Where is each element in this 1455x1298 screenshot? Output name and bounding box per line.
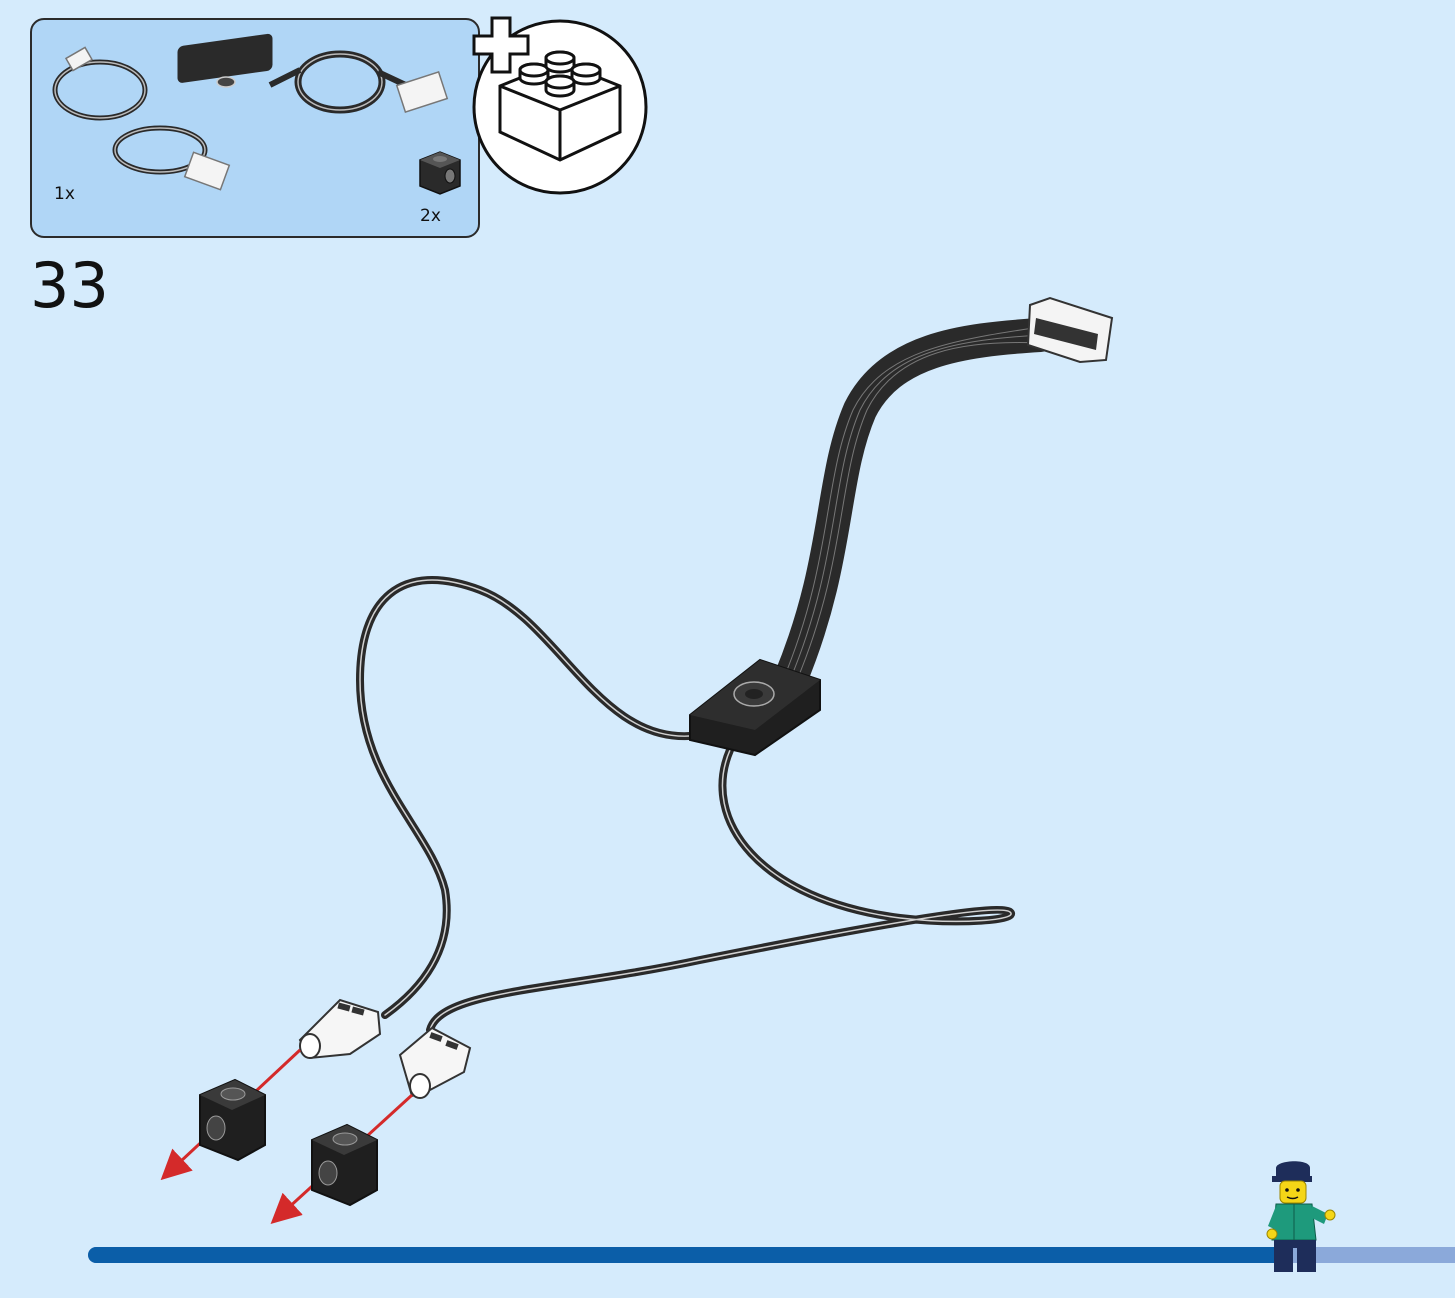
technic-brick-1x1-with-hole-icon (419, 151, 461, 195)
wire-hub (689, 658, 821, 757)
top-connector (1026, 296, 1114, 364)
progress-bar (88, 1247, 1455, 1263)
plus-brick-icon (472, 16, 648, 195)
technic-brick-left (199, 1078, 266, 1162)
right-connector (398, 1026, 472, 1099)
extension-wire (355, 318, 1057, 1034)
brick-quantity: 2x (420, 206, 441, 226)
wire-quantity: 1x (54, 184, 75, 204)
progress-fill (88, 1247, 1291, 1263)
step-number: 33 (30, 249, 109, 322)
technic-brick-right (311, 1123, 378, 1207)
power-functions-extension-wire-icon (52, 33, 449, 191)
left-connector (298, 998, 382, 1060)
